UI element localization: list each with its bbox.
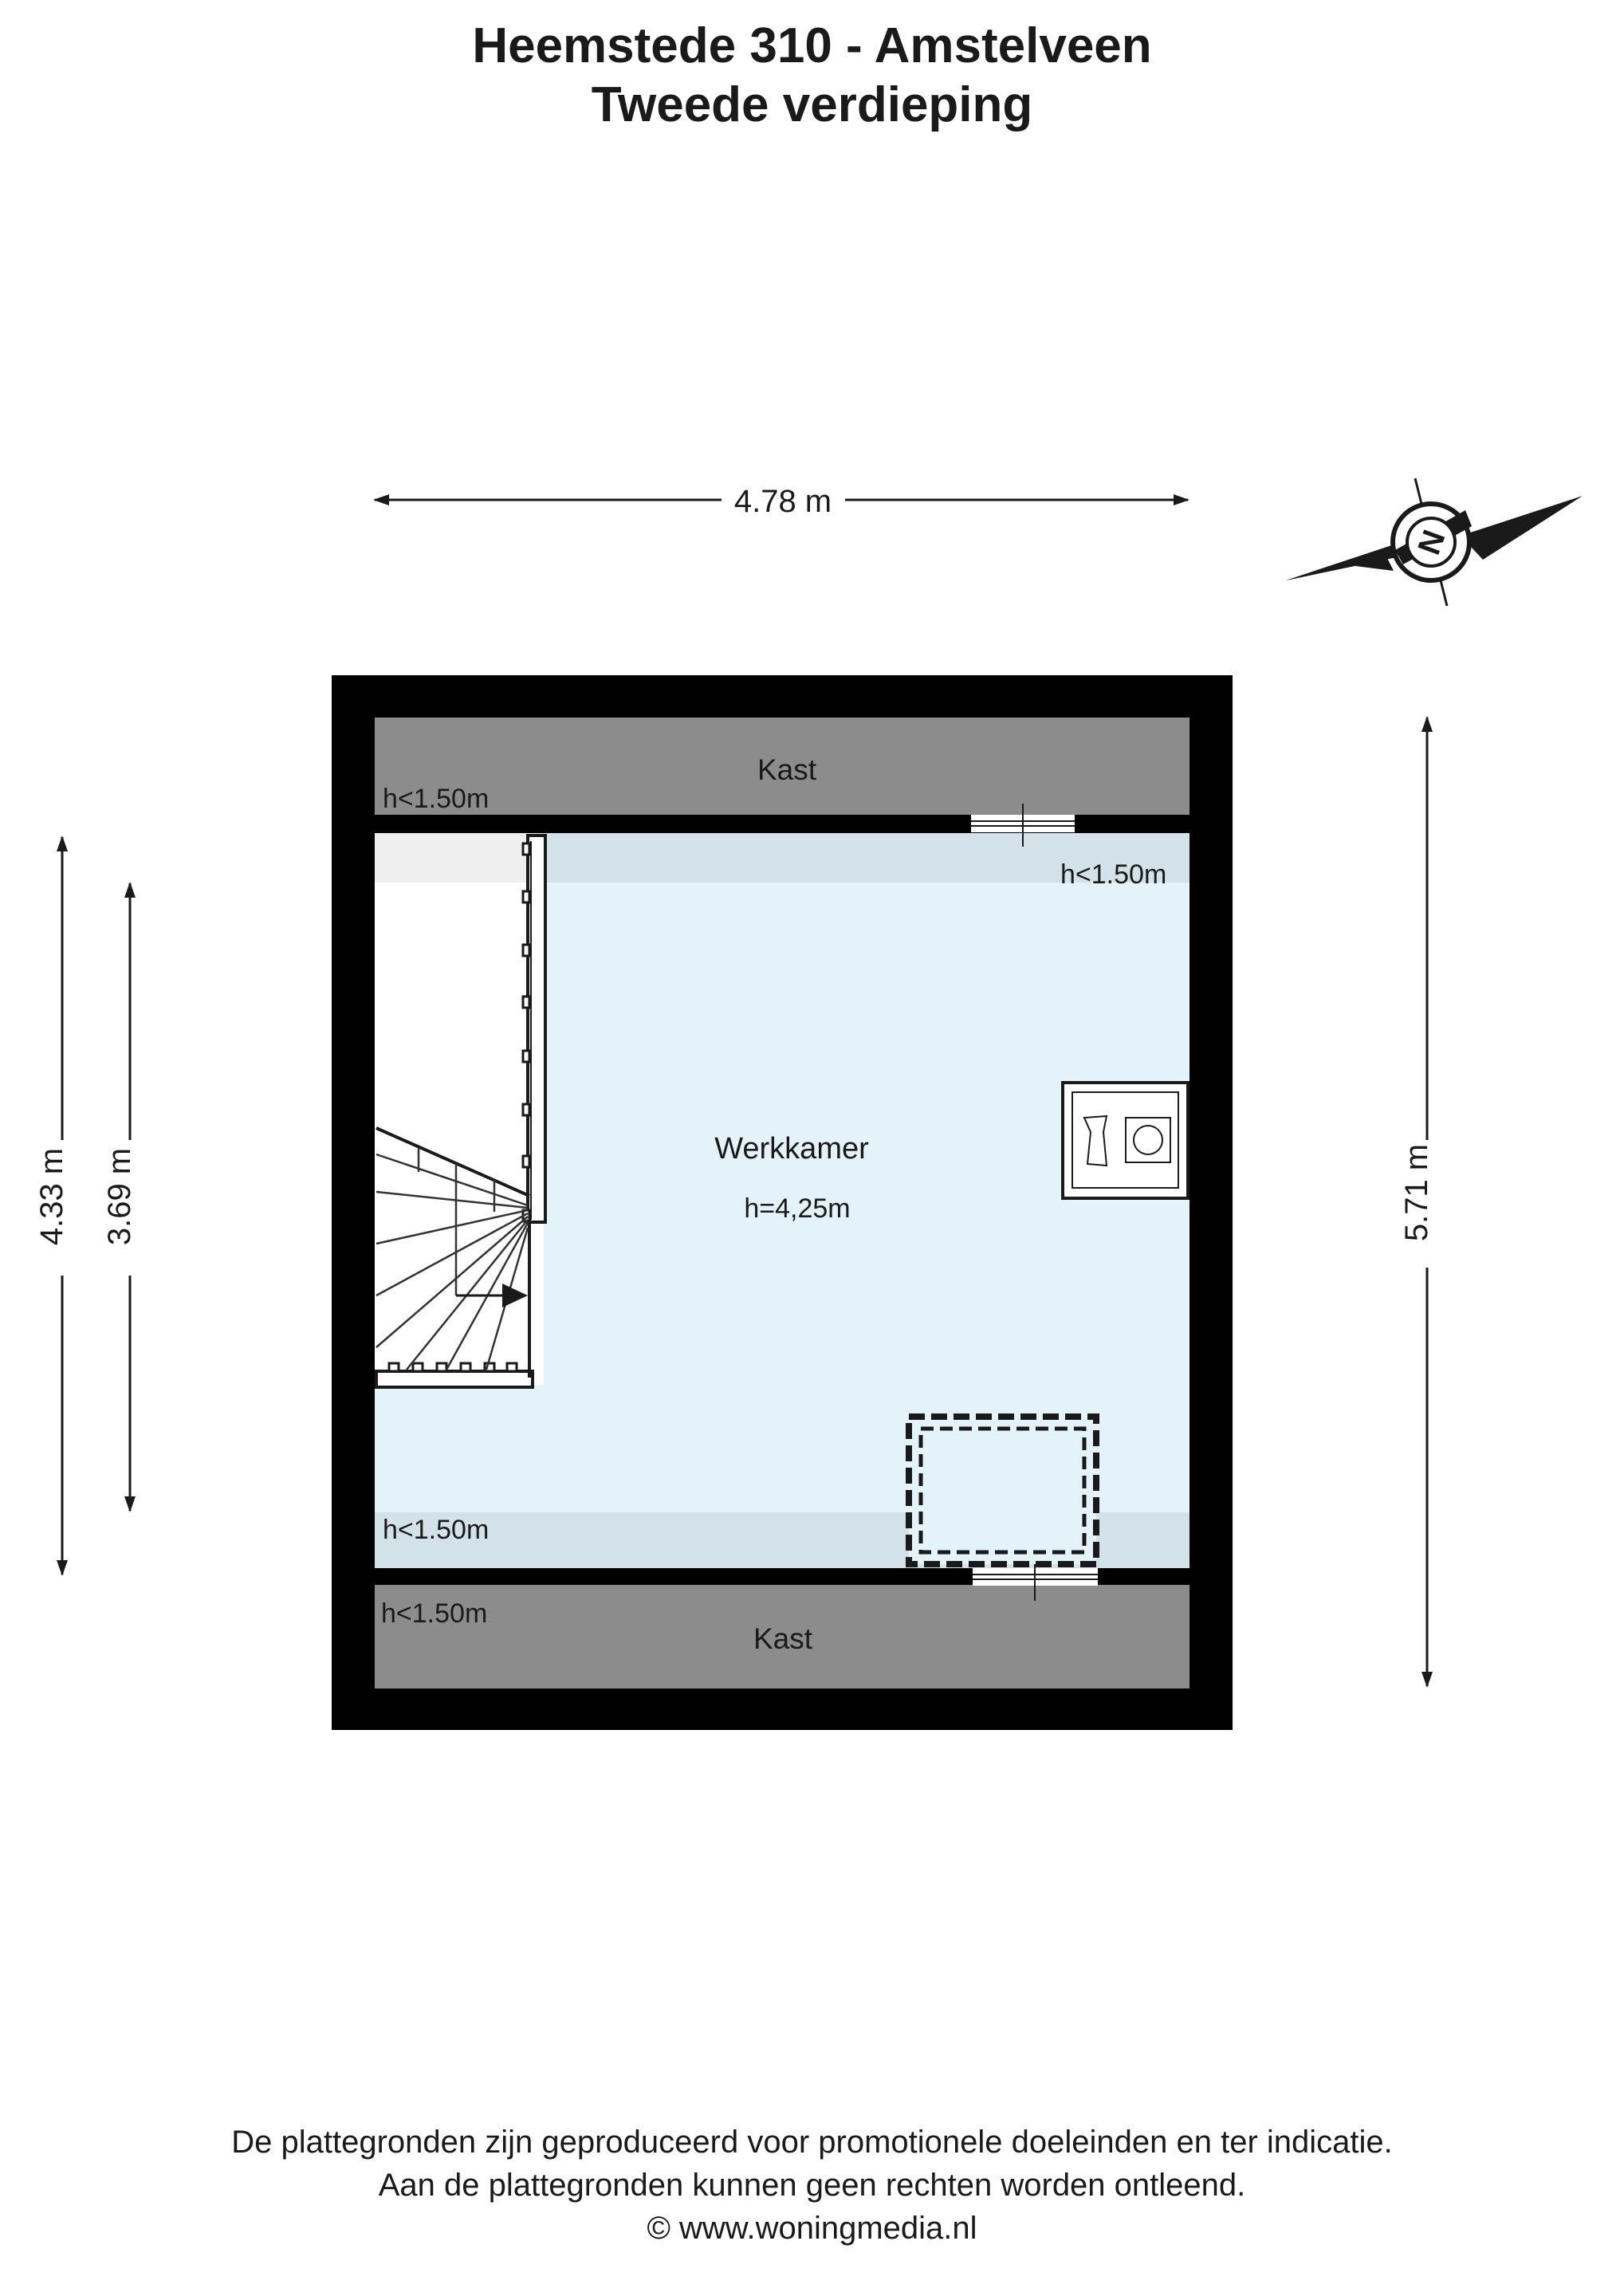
window-bottom-icon [973, 1559, 1098, 1601]
height-note-bottom-left-room: h<1.50m [383, 1515, 489, 1545]
washing-machine-icon [1061, 1081, 1189, 1200]
dimension-width-top: 4.78 m [373, 484, 1189, 519]
footer-disclaimer-2: Aan de plattegronden kunnen geen rechten… [378, 2168, 1246, 2203]
kast-top-label: Kast [757, 753, 817, 786]
staircase [375, 833, 547, 1389]
footer-copyright: © www.woningmedia.nl [647, 2211, 977, 2246]
room-name-label: Werkkamer [714, 1132, 869, 1166]
height-note-bottom-left-kast: h<1.50m [381, 1598, 487, 1629]
page-subtitle: Tweede verdieping [591, 77, 1033, 132]
page-title: Heemstede 310 - Amstelveen [472, 18, 1152, 73]
dimension-height-inner-left: 3.69 m [102, 882, 137, 1512]
window-top-icon [971, 804, 1075, 847]
stair-direction-arrow-icon [502, 1284, 528, 1307]
dimension-outer-left-label: 4.33 m [34, 1148, 69, 1245]
compass-icon: N [1286, 478, 1583, 607]
footer-disclaimer-1: De plattegronden zijn geproduceerd voor … [231, 2125, 1393, 2160]
height-note-top-right: h<1.50m [1060, 859, 1166, 890]
roof-hatch-icon [906, 1413, 1099, 1567]
kast-bottom-label: Kast [753, 1622, 813, 1655]
kast-bottom [375, 1585, 1189, 1689]
dimension-height-right: 5.71 m [1399, 716, 1434, 1688]
room-height-label: h=4,25m [744, 1193, 850, 1224]
height-note-top-left: h<1.50m [383, 784, 489, 814]
dimension-height-outer-left: 4.33 m [34, 835, 69, 1576]
dimension-width-label: 4.78 m [734, 484, 832, 519]
dimension-right-label: 5.71 m [1399, 1144, 1434, 1241]
dimension-inner-left-label: 3.69 m [102, 1148, 137, 1245]
kast-top [375, 718, 1189, 815]
